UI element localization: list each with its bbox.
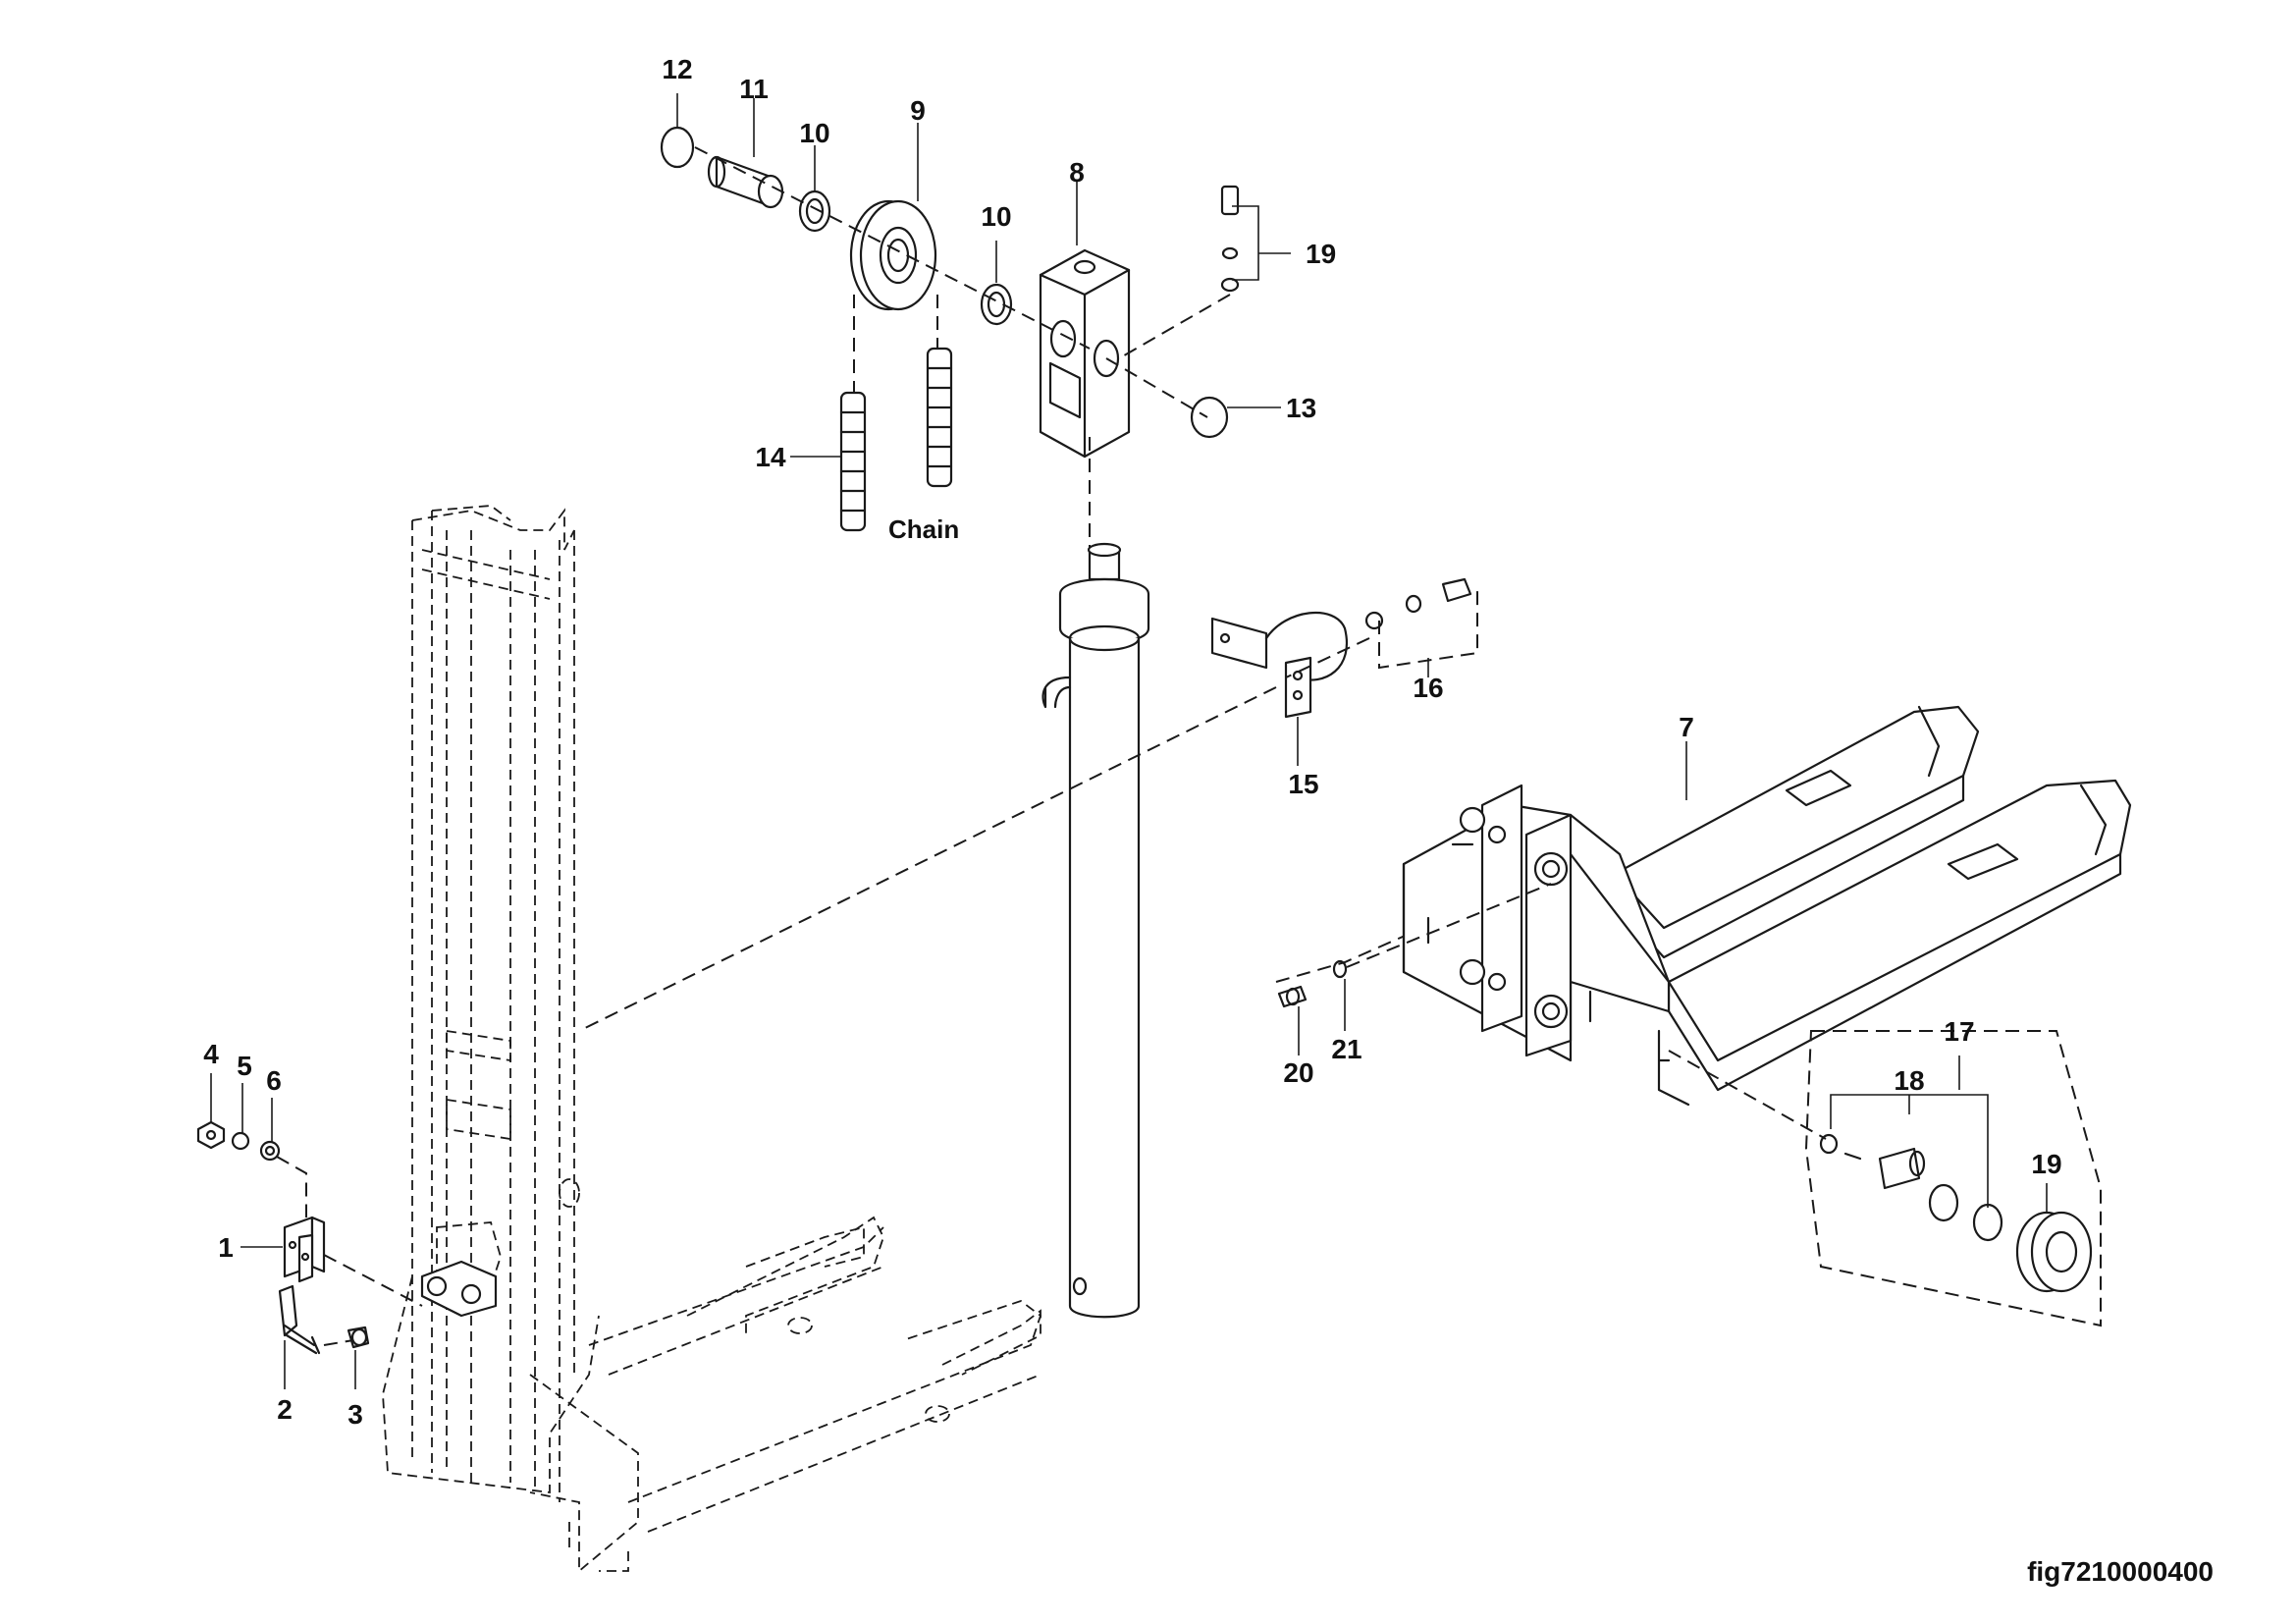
snap-ring-12-top — [660, 126, 695, 169]
callout-20: 20 — [1283, 1057, 1313, 1088]
callout-6: 6 — [266, 1065, 282, 1096]
callout-9: 9 — [910, 95, 926, 126]
figure-id: fig7210000400 — [2027, 1556, 2214, 1587]
assembly-line-4-6 — [276, 1156, 307, 1218]
pulley-9 — [849, 199, 937, 311]
bushing-10-right — [980, 283, 1013, 326]
callout-21: 21 — [1331, 1034, 1362, 1064]
callout-12-right: 13 — [1286, 393, 1316, 423]
callout-15: 16 — [1413, 673, 1443, 703]
axle-parts-17 — [1819, 1094, 2003, 1242]
callout-16: 17 — [1944, 1016, 1974, 1047]
bolt-set-15 — [1364, 577, 1478, 670]
mast-connector — [420, 1260, 498, 1318]
pulley-shaft-11 — [707, 155, 784, 209]
callout-labels: 12 11 10 9 10 8 19 13 14 Chain 16 15 7 1… — [203, 54, 2214, 1587]
callout-3: 3 — [347, 1399, 363, 1430]
lock-washer-5 — [231, 1131, 250, 1151]
callout-2: 2 — [277, 1394, 293, 1425]
chain-right — [926, 347, 953, 488]
wheel-kit-16-outline — [1804, 1030, 2102, 1327]
assembly-line-1-3 — [323, 1254, 423, 1346]
callout-5: 5 — [237, 1051, 252, 1081]
bolt-20 — [1277, 985, 1308, 1008]
bolt-3 — [347, 1326, 370, 1349]
snap-ring-12-right — [1190, 396, 1229, 439]
cylinder-clamp-14 — [1210, 611, 1348, 719]
callout-13: 14 — [755, 442, 786, 472]
callout-7: 7 — [1679, 712, 1694, 742]
callout-12-top: 12 — [662, 54, 692, 84]
assembly-lines-main — [578, 637, 1513, 1032]
callout-19: 19 — [1306, 239, 1336, 269]
assembly-line-wheel — [1668, 1050, 1827, 1140]
washer-6 — [259, 1140, 281, 1162]
pulley-block-8 — [1039, 248, 1131, 459]
callout-17: 18 — [1894, 1065, 1924, 1096]
chain-note: Chain — [888, 514, 959, 544]
callout-10-right: 10 — [981, 201, 1011, 232]
callout-8: 8 — [1069, 157, 1085, 188]
callout-18: 19 — [2031, 1149, 2061, 1179]
callout-10-left: 10 — [799, 118, 829, 148]
assembly-lines-pulley — [694, 146, 1231, 550]
callout-4: 4 — [203, 1039, 219, 1069]
assembly-line-20-21 — [1346, 883, 1552, 968]
fork-frame-7 — [1402, 705, 2132, 1107]
screw-19-set — [1220, 185, 1240, 293]
callout-14: 15 — [1288, 769, 1318, 799]
mast-frame-ghost — [382, 505, 1042, 1573]
bushing-10-left — [798, 189, 831, 233]
callout-11: 11 — [739, 74, 769, 104]
nut-4 — [196, 1120, 226, 1150]
leader-lines — [210, 93, 2048, 1389]
hook-2 — [278, 1284, 321, 1355]
hydraulic-cylinder — [1041, 542, 1150, 1319]
washer-21 — [1332, 959, 1348, 979]
wheel-18 — [2015, 1211, 2093, 1293]
chain-left — [839, 391, 867, 532]
callout-1: 1 — [218, 1232, 234, 1263]
bracket-1 — [283, 1216, 326, 1283]
